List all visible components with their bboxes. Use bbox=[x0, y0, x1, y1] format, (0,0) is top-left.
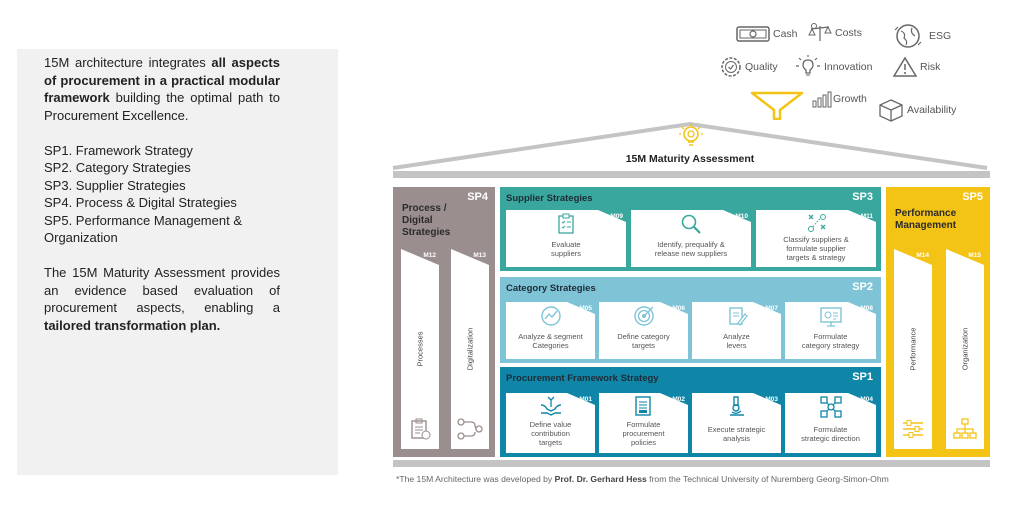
pillar-title: Process / Digital Strategies bbox=[402, 203, 451, 238]
row-code: SP2 bbox=[852, 281, 873, 293]
lightbulb-icon bbox=[796, 55, 820, 76]
roof-bar bbox=[393, 171, 990, 178]
assessment-paragraph: The 15M Maturity Assessment provides an … bbox=[44, 265, 280, 333]
cash-icon bbox=[736, 26, 770, 42]
row-code: SP3 bbox=[852, 191, 873, 203]
microscope-icon bbox=[730, 396, 744, 416]
kpi-innovation: Innovation bbox=[795, 54, 872, 80]
policy-document-icon bbox=[635, 396, 651, 416]
kpi-esg: ESG bbox=[893, 22, 951, 50]
row-code: SP1 bbox=[852, 371, 873, 383]
kpi-quality: Quality bbox=[720, 56, 778, 78]
assessment-bulb-icon bbox=[679, 124, 703, 146]
presentation-board-icon bbox=[820, 307, 842, 327]
row-title: Supplier Strategies bbox=[506, 193, 593, 204]
row-title: Category Strategies bbox=[506, 283, 596, 294]
kpi-costs: Costs bbox=[808, 23, 862, 43]
sp-list-item: SP5. Performance Management & Organizati… bbox=[44, 212, 242, 246]
org-chart-icon bbox=[953, 418, 977, 439]
kpi-risk: Risk bbox=[893, 56, 940, 78]
digital-flow-icon bbox=[457, 418, 483, 440]
pillar-sp4: SP4 Process / Digital Strategies M12 Pro… bbox=[393, 187, 495, 457]
kpi-availability: Availability bbox=[878, 98, 956, 122]
document-pencil-icon bbox=[729, 307, 748, 326]
hands-growth-icon bbox=[540, 396, 562, 416]
row-sp1: Procurement Framework Strategy SP1 M01 D… bbox=[500, 367, 881, 457]
row-sp2: Category Strategies SP2 M05 Analyze & se… bbox=[500, 277, 881, 363]
scale-icon bbox=[808, 23, 832, 41]
sp-list-item: SP1. Framework Strategy bbox=[44, 142, 193, 158]
network-direction-icon bbox=[820, 396, 842, 418]
clipboard-icon bbox=[411, 418, 431, 440]
target-icon bbox=[634, 306, 654, 326]
quality-badge-icon bbox=[721, 57, 741, 77]
intro-paragraph: 15M architecture integrates all aspects … bbox=[44, 55, 280, 123]
maturity-assessment-label: 15M Maturity Assessment bbox=[625, 153, 755, 165]
base-bar bbox=[393, 460, 990, 467]
strategy-play-icon bbox=[808, 214, 826, 232]
module-m12: M12 Processes bbox=[401, 249, 439, 449]
pillar-title: Performance Management bbox=[895, 208, 957, 231]
roof-outline bbox=[392, 121, 988, 170]
pillar-sp5: SP5 Performance Management M14 Performan… bbox=[886, 187, 990, 457]
pillar-code: SP4 bbox=[467, 191, 488, 203]
sp-list: SP1. Framework Strategy SP2. Category St… bbox=[44, 142, 280, 247]
funnel-icon bbox=[750, 91, 804, 120]
module-m15: M15 Organization bbox=[946, 249, 984, 449]
pillar-code: SP5 bbox=[962, 191, 983, 203]
sliders-icon bbox=[903, 420, 923, 438]
sp-list-item: SP3. Supplier Strategies bbox=[44, 177, 186, 193]
warning-icon bbox=[893, 56, 917, 77]
bar-chart-icon bbox=[812, 91, 832, 108]
module-m11: M11 Classify suppliers &formulate suppli… bbox=[756, 210, 876, 267]
footnote: *The 15M Architecture was developed by P… bbox=[396, 474, 889, 484]
row-title: Procurement Framework Strategy bbox=[506, 373, 659, 384]
module-m14: M14 Performance bbox=[894, 249, 932, 449]
sp-list-item: SP2. Category Strategies bbox=[44, 160, 191, 175]
kpi-cash: Cash bbox=[736, 25, 798, 43]
globe-icon bbox=[894, 24, 922, 48]
module-m10: M10 Identify, prequalify &release new su… bbox=[631, 210, 751, 267]
magnifier-icon bbox=[681, 214, 701, 234]
left-text-panel bbox=[17, 49, 338, 475]
checklist-icon bbox=[558, 213, 574, 234]
kpi-growth: Growth bbox=[812, 90, 867, 108]
box-icon bbox=[879, 99, 903, 122]
left-description: 15M architecture integrates all aspects … bbox=[44, 54, 280, 334]
sp-list-item: SP4. Process & Digital Strategies bbox=[44, 195, 237, 210]
module-m13: M13 Digitalization bbox=[451, 249, 489, 449]
trend-circle-icon bbox=[541, 306, 561, 326]
